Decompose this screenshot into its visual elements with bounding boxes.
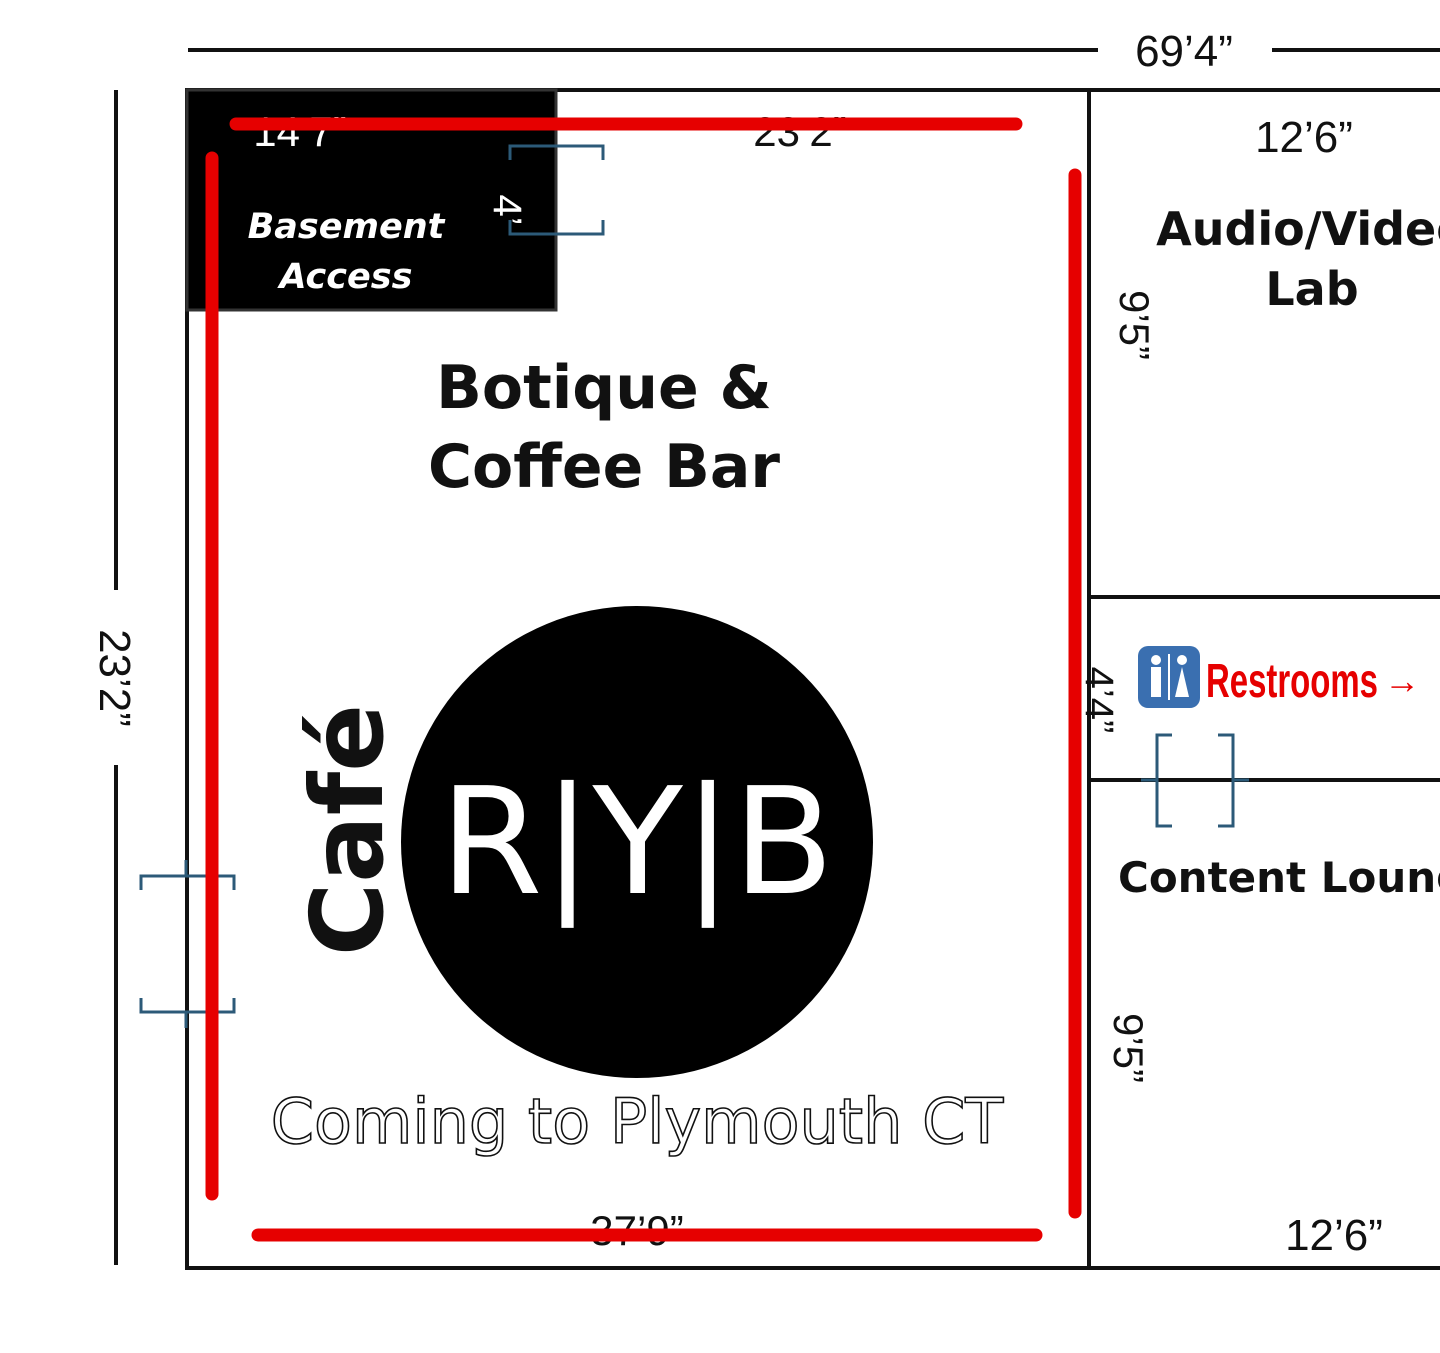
restrooms-label: Restrooms <box>1206 655 1378 708</box>
hall-door-bracket <box>1141 733 1249 828</box>
basement-door-bracket <box>508 144 605 236</box>
restroom-icon <box>1138 646 1200 708</box>
highlight-lines <box>205 117 1082 1242</box>
ryb-logo-mark: R|Y|B <box>440 756 835 928</box>
overall-width-dimension: 69’4” <box>188 27 1440 76</box>
basement-label-line2: Access <box>277 257 413 297</box>
cafe-vertical-label: Café <box>289 704 406 956</box>
restrooms-sign: Restrooms → <box>1138 646 1420 708</box>
av-lab-title-line2: Lab <box>1265 262 1358 316</box>
tagline: Coming to Plymouth CT <box>271 1085 1005 1158</box>
hall-width-label: 4’4” <box>1077 667 1121 734</box>
av-lab-width-label: 12’6” <box>1255 113 1353 162</box>
basement-door-width-label: 4’ <box>485 194 529 225</box>
content-lounge-title: Content Lounge <box>1118 853 1440 902</box>
av-lab-height-label: 9’5” <box>1111 290 1158 360</box>
basement-label-line1: Basement <box>248 207 446 247</box>
ryb-logo: R|Y|B <box>401 606 873 1078</box>
botique-title-line1: Botique & <box>436 353 772 423</box>
basement-width-label: 14’7” <box>253 108 346 155</box>
content-lounge-outline <box>1087 778 1440 1270</box>
overall-height-dimension: 23’2” <box>90 90 139 1265</box>
overall-width-label: 69’4” <box>1135 27 1233 76</box>
av-lab-title-line1: Audio/Video <box>1156 202 1440 256</box>
lounge-width-label: 12’6” <box>1285 1211 1383 1260</box>
left-door-bracket <box>139 860 236 1028</box>
lounge-height-label: 9’5” <box>1105 1013 1152 1083</box>
restrooms-arrow: → <box>1384 660 1420 701</box>
av-lab-outline <box>1087 88 1440 599</box>
overall-height-label: 23’2” <box>90 629 139 727</box>
top-segment-label: 23’2” <box>753 108 846 155</box>
botique-title-line2: Coffee Bar <box>428 432 780 502</box>
